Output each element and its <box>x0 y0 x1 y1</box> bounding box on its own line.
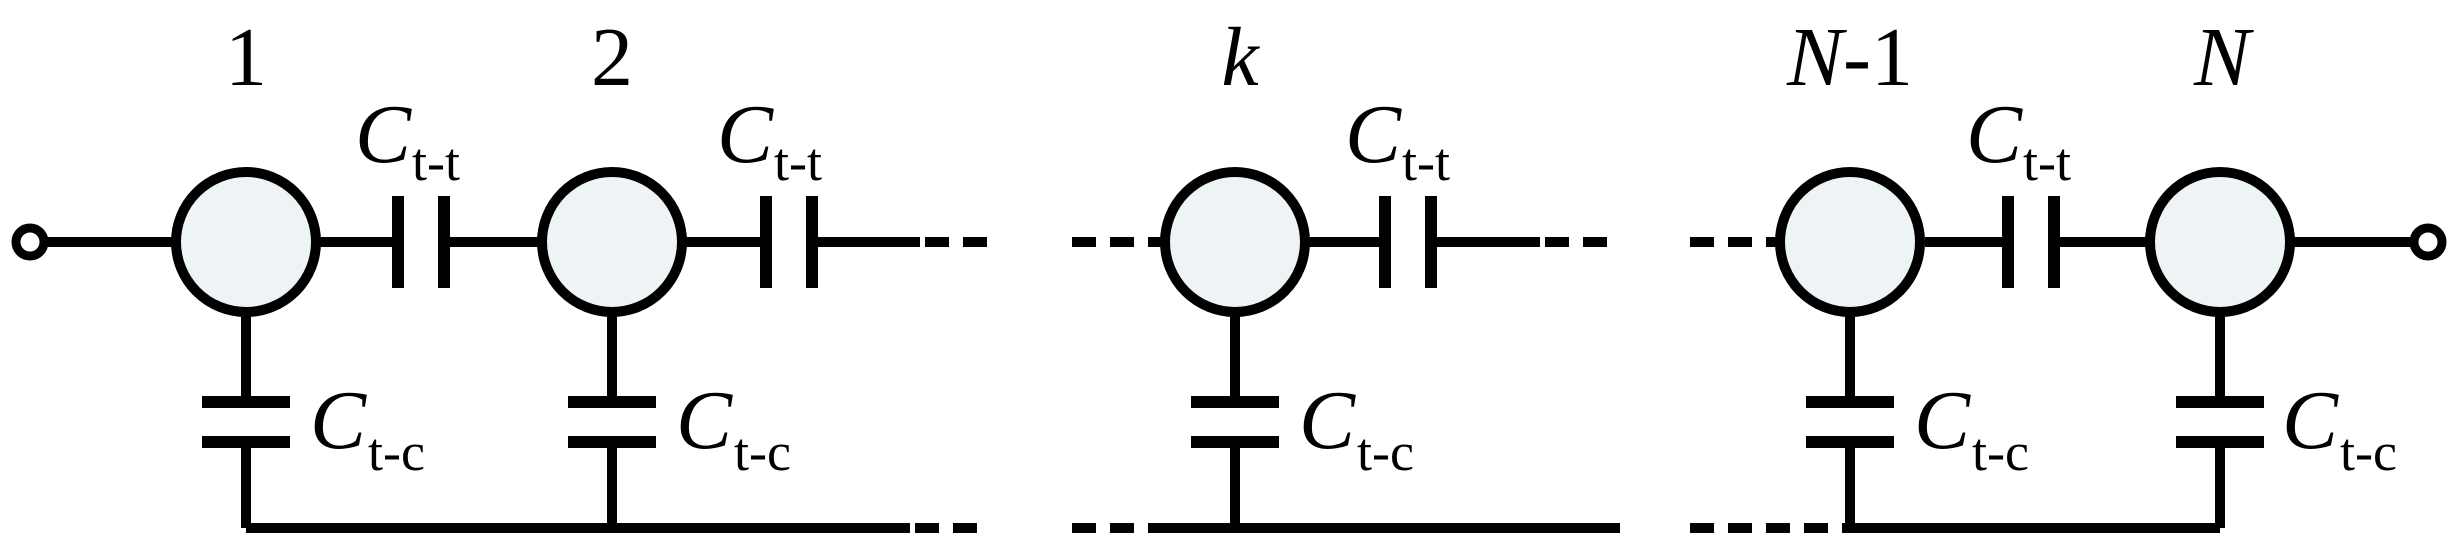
svg-text:C: C <box>310 374 367 467</box>
svg-text:C: C <box>1966 88 2023 181</box>
node-1-circle <box>171 167 321 317</box>
svg-text:C: C <box>717 88 774 181</box>
node-2-circle <box>537 167 687 317</box>
series-capacitor-N1-N <box>2002 196 2060 288</box>
node-N-circle <box>2145 167 2295 317</box>
svg-text:t-c: t-c <box>2340 422 2397 482</box>
shunt-capacitor-N <box>2176 285 2264 528</box>
shunt-capacitor-N1 <box>1806 285 1894 528</box>
output-terminal <box>2409 223 2447 261</box>
label-ctt-1: C t-t <box>355 88 460 192</box>
svg-text:t-t: t-t <box>1402 132 1450 192</box>
svg-text:t-t: t-t <box>774 132 822 192</box>
node-N1-label-N: N <box>1786 11 1847 104</box>
node-N1-circle <box>1775 167 1925 317</box>
series-capacitor-2-3 <box>760 196 818 288</box>
node-2-label: 2 <box>591 11 633 104</box>
label-ctt-2: C t-t <box>717 88 822 192</box>
svg-text:t-c: t-c <box>1357 422 1414 482</box>
svg-text:t-c: t-c <box>368 422 425 482</box>
node-N1-label-rest: -1 <box>1843 11 1913 104</box>
series-capacitor-1-2 <box>392 196 450 288</box>
label-ctt-N: C t-t <box>1966 88 2071 192</box>
shunt-capacitor-1 <box>202 285 290 528</box>
svg-text:C: C <box>1914 374 1971 467</box>
svg-text:C: C <box>676 374 733 467</box>
node-N1-label: N-1 <box>1786 11 1913 104</box>
node-k-circle <box>1160 167 1310 317</box>
label-ctc-N: C t-c <box>2282 374 2397 482</box>
label-ctc-1: C t-c <box>310 374 425 482</box>
label-ctc-2: C t-c <box>676 374 791 482</box>
svg-text:t-t: t-t <box>412 132 460 192</box>
svg-text:C: C <box>355 88 412 181</box>
svg-text:t-c: t-c <box>1972 422 2029 482</box>
input-terminal <box>11 223 49 261</box>
shunt-capacitor-k <box>1191 285 1279 528</box>
series-capacitor-k <box>1379 196 1437 288</box>
shunt-capacitor-2 <box>568 285 656 528</box>
node-1-label: 1 <box>225 11 267 104</box>
label-ctc-k: C t-c <box>1299 374 1414 482</box>
node-N-label: N <box>2193 11 2254 104</box>
svg-text:C: C <box>1299 374 1356 467</box>
label-ctt-k: C t-t <box>1345 88 1450 192</box>
svg-text:C: C <box>2282 374 2339 467</box>
svg-text:C: C <box>1345 88 1402 181</box>
label-ctc-N1: C t-c <box>1914 374 2029 482</box>
svg-text:t-t: t-t <box>2023 132 2071 192</box>
svg-text:t-c: t-c <box>734 422 791 482</box>
node-k-label: k <box>1221 11 1260 104</box>
